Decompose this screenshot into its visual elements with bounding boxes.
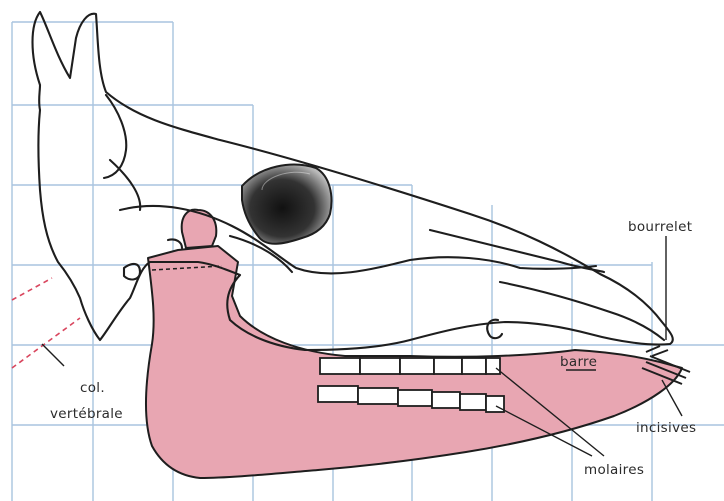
- label-vertebrale: vertébrale: [50, 406, 123, 422]
- label-incisives: incisives: [636, 420, 696, 436]
- condyle: [182, 210, 217, 248]
- label-col: col.: [80, 380, 105, 396]
- label-barre: barre: [560, 354, 597, 370]
- orbit: [242, 165, 331, 244]
- upper-molars: [320, 358, 500, 374]
- label-molaires: molaires: [584, 462, 644, 478]
- label-bourrelet: bourrelet: [628, 219, 692, 235]
- vertebral-column-marker: [12, 278, 80, 368]
